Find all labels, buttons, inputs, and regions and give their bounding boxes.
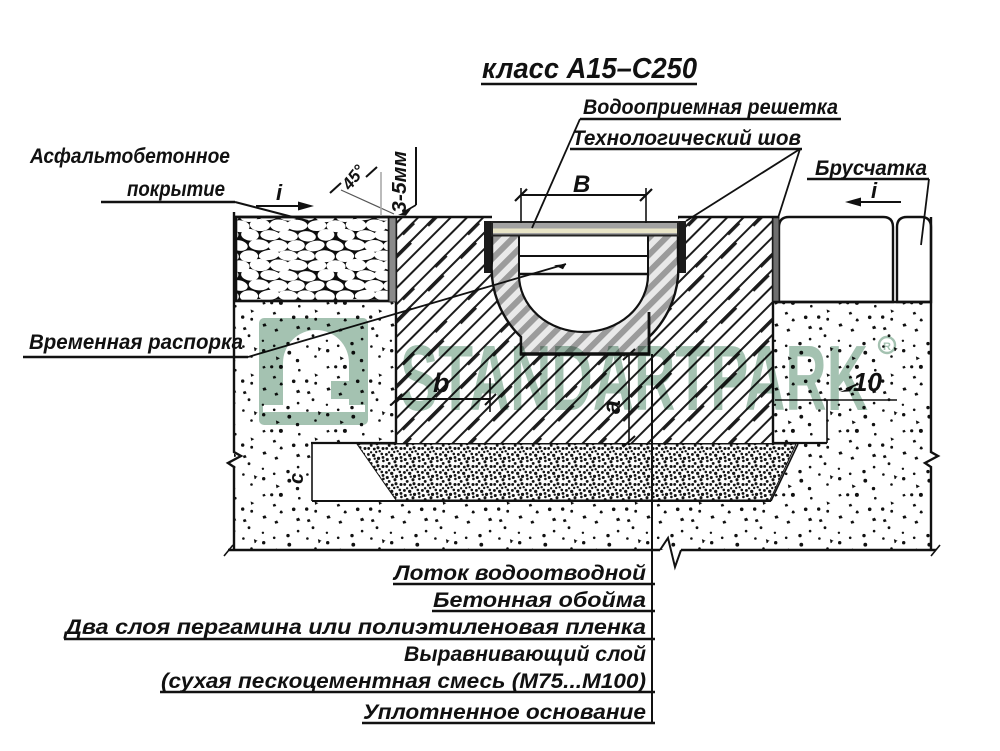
svg-text:Асфальтобетонное: Асфальтобетонное xyxy=(29,145,230,168)
svg-text:Брусчатка: Брусчатка xyxy=(815,157,927,180)
svg-text:R: R xyxy=(883,341,891,353)
svg-text:STANDARTPARK: STANDARTPARK xyxy=(400,326,868,430)
svg-text:В: В xyxy=(573,171,590,198)
svg-text:Бетонная обойма: Бетонная обойма xyxy=(433,589,646,612)
svg-text:i: i xyxy=(276,180,283,205)
svg-text:3-5мм: 3-5мм xyxy=(389,151,411,213)
svg-text:покрытие: покрытие xyxy=(127,178,225,201)
svg-text:Временная распорка: Временная распорка xyxy=(29,331,243,354)
svg-text:класс А15–С250: класс А15–С250 xyxy=(482,53,697,85)
svg-text:i: i xyxy=(871,178,878,203)
svg-text:Два слоя пергамина или полиэти: Два слоя пергамина или полиэтиленовая пл… xyxy=(63,616,647,639)
svg-text:Выравнивающий слой: Выравнивающий слой xyxy=(404,643,646,666)
svg-text:a: a xyxy=(598,400,626,414)
svg-text:(сухая пескоцементная смесь (М: (сухая пескоцементная смесь (М75...М100) xyxy=(161,670,646,693)
svg-text:Уплотненное основание: Уплотненное основание xyxy=(363,701,646,724)
svg-text:Водооприемная решетка: Водооприемная решетка xyxy=(583,96,838,119)
svg-text:Технологический шов: Технологический шов xyxy=(572,127,801,150)
svg-text:b: b xyxy=(433,368,450,398)
svg-text:Лоток водоотводной: Лоток водоотводной xyxy=(392,562,646,585)
svg-text:10: 10 xyxy=(853,367,882,397)
svg-text:c: c xyxy=(286,473,308,484)
